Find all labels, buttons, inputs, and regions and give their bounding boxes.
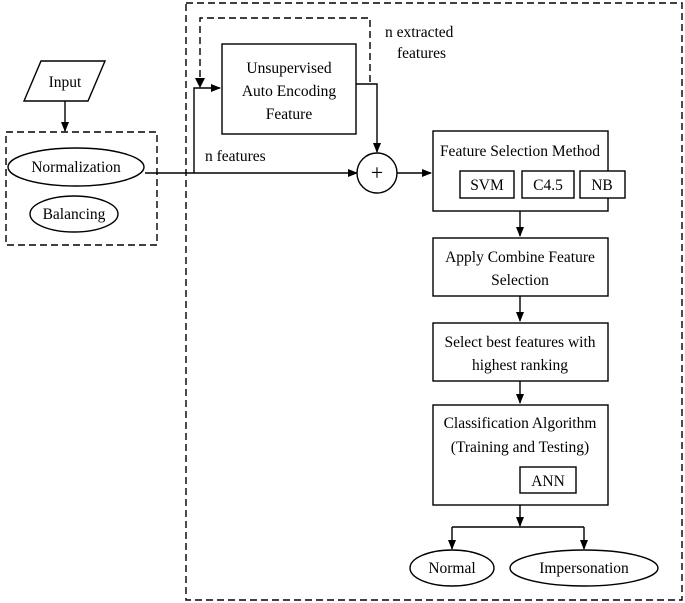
method-nb-box [579,170,626,199]
normalization-label: Normalization [31,159,121,176]
impersonation-label: Impersonation [539,560,629,577]
method-svm-label: SVM [470,177,504,194]
n-extracted-line-1: n extracted [385,24,454,41]
normal-node [409,549,495,587]
input-node [22,60,107,102]
method-nb-label: NB [591,177,613,194]
extracted-features-arrow [356,83,381,153]
autoencoder-node [221,43,357,135]
normalization-node [7,147,145,187]
select-best-line-2: highest ranking [472,357,568,374]
ann-label: ANN [531,473,565,490]
classification-line-1: Classification Algorithm [444,415,597,432]
select-best-node [432,322,609,382]
apply-combine-line-1: Apply Combine Feature [445,249,595,266]
apply-combine-line-2: Selection [491,272,549,289]
balancing-label: Balancing [43,206,106,223]
ann-box [519,466,577,494]
input-label: Input [49,74,82,91]
autoencoder-line-1: Unsupervised [246,60,331,77]
combine-symbol: + [371,160,383,185]
method-svm-box [459,170,515,199]
autoencoder-line-3: Feature [266,106,313,123]
method-c45-label: C4.5 [533,177,563,194]
autoencoder-input-arrow [193,84,221,173]
n-extracted-line-2: features [397,45,446,62]
normal-label: Normal [428,560,475,577]
method-c45-box [521,170,575,199]
balancing-node [29,195,119,233]
feature-pipeline-group [185,2,683,601]
feedback-arrowhead [195,78,205,88]
impersonation-node [509,549,659,587]
feedback-loop [199,17,371,86]
autoencoder-line-2: Auto Encoding [242,83,337,100]
select-best-line-1: Select best features with [444,334,595,351]
feature-selection-title: Feature Selection Method [440,143,600,160]
classification-line-2: (Training and Testing) [451,439,589,456]
apply-combine-node [432,237,609,297]
n-features-label: n features [205,148,266,165]
